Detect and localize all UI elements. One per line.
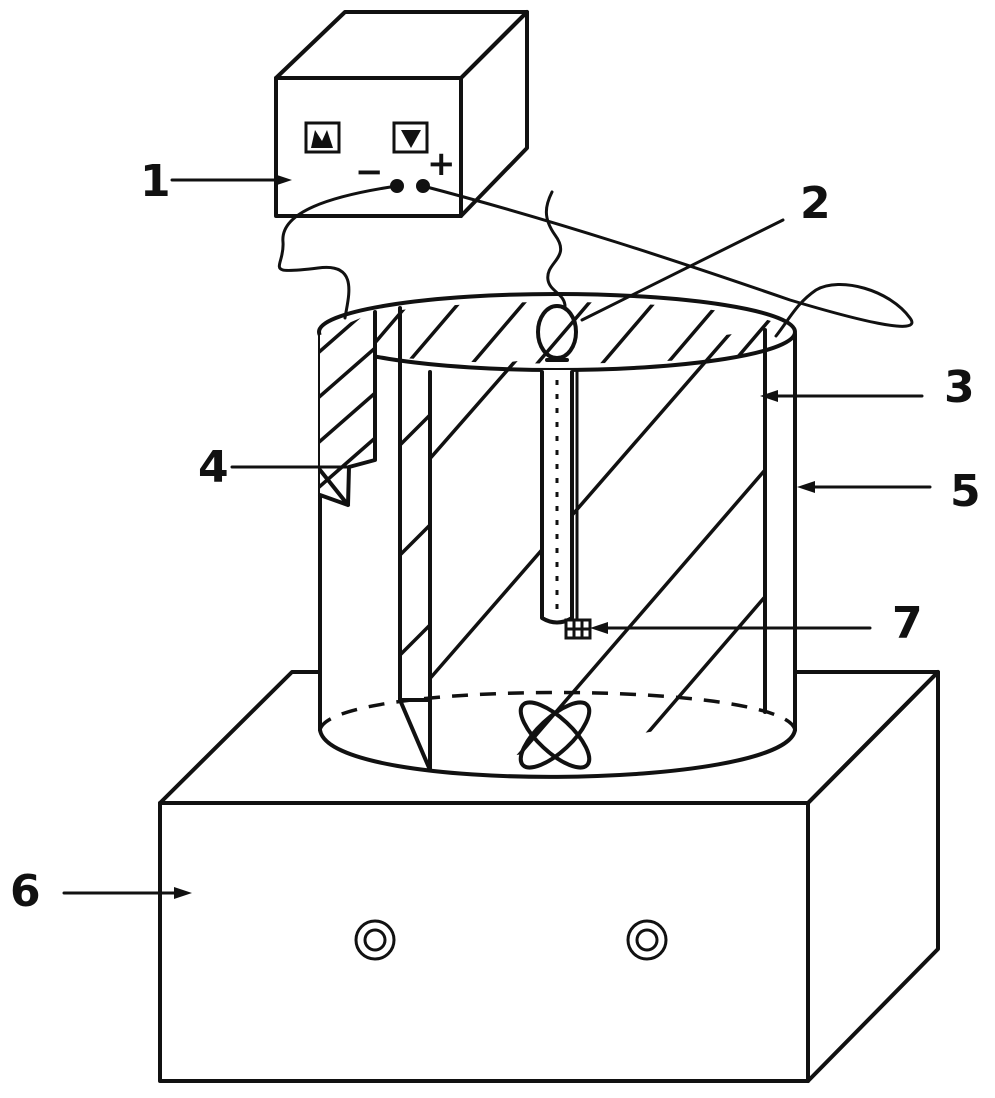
negative-terminal-sign: − [355, 152, 384, 192]
sample [564, 618, 592, 640]
holder-wire [544, 190, 567, 310]
beaker-bottom-back [318, 690, 797, 731]
electrode-holder [536, 304, 579, 625]
counter-electrode [318, 310, 377, 507]
counter-electrode-hatching [320, 312, 375, 505]
callout-lines [62, 174, 932, 899]
callout-label-5: 5 [950, 466, 981, 517]
callout-line-1 [170, 174, 292, 186]
magnetic-stirrer [158, 670, 940, 1083]
callout-line-7 [590, 622, 872, 634]
stirrer-front-face [158, 801, 810, 1083]
stirrer-right-knob[interactable] [626, 919, 668, 961]
power-supply-top-face [274, 10, 529, 80]
callout-label-7: 7 [892, 598, 923, 649]
inner-electrode-edge-hatching [400, 403, 430, 662]
negative-wire [277, 184, 399, 320]
callout-label-4: 4 [198, 442, 229, 493]
voltage-up-button[interactable] [304, 121, 341, 154]
stirrer-side-face [806, 670, 940, 1083]
callout-labels: 1 2 3 4 5 6 7 [10, 156, 981, 917]
voltage-down-button[interactable] [392, 121, 429, 154]
callout-label-3: 3 [944, 362, 975, 413]
callout-line-2 [580, 218, 785, 322]
callout-line-6 [62, 887, 192, 899]
holder-rod [540, 370, 574, 625]
callout-line-5 [797, 481, 932, 493]
callout-line-3 [760, 390, 924, 402]
callout-label-2: 2 [800, 178, 831, 229]
callout-label-1: 1 [140, 156, 171, 207]
stirrer-left-knob[interactable] [354, 919, 396, 961]
positive-wire [421, 184, 914, 338]
beaker-bottom-front [318, 728, 797, 779]
power-supply: − + [274, 10, 529, 218]
positive-terminal-sign: + [427, 144, 456, 184]
callout-label-6: 6 [10, 866, 41, 917]
stir-bar [518, 700, 592, 770]
power-supply-side-face [459, 10, 529, 218]
